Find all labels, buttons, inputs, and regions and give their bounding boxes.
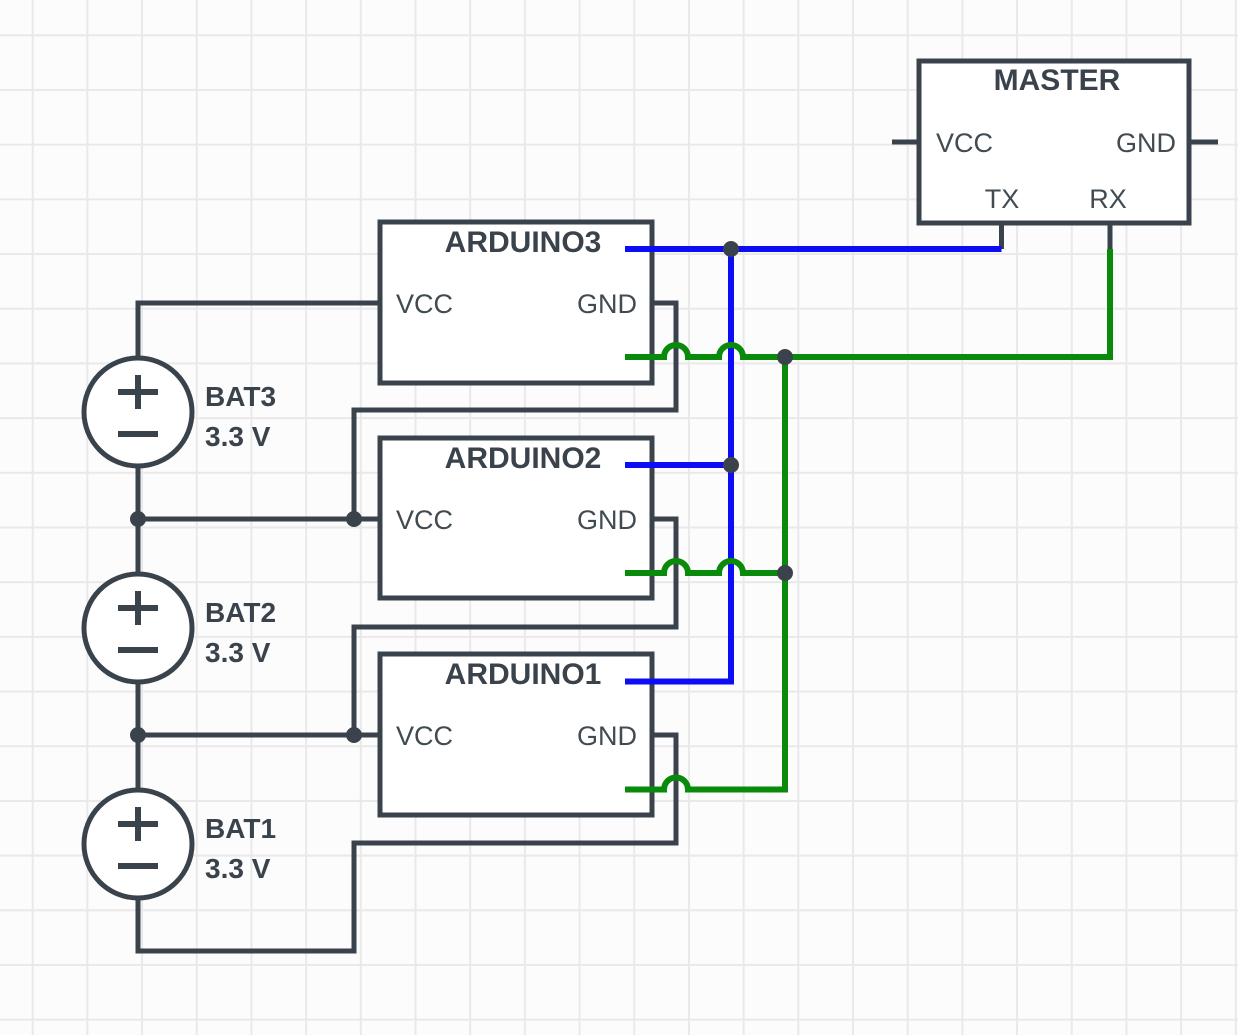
- wire-bat3-plus-to-arduino3-vcc[interactable]: [135, 300, 380, 358]
- arduino3-pin-vcc-label: VCC: [396, 289, 453, 319]
- wire-rx-arduino1-vertical-bus[interactable]: [625, 357, 788, 793]
- master-title: MASTER: [994, 64, 1121, 97]
- junction-dot-arduino2-vcc: [346, 511, 362, 527]
- wire-rx-arduino3-to-master[interactable]: [625, 249, 1113, 360]
- battery-bat3-symbol[interactable]: [81, 355, 195, 469]
- arduino3-pin-gnd-label: GND: [577, 289, 637, 319]
- bat3-name-label: BAT3: [205, 381, 276, 412]
- bat2-voltage-label: 3.3 V: [205, 637, 271, 668]
- junction-dot-rx-top: [777, 349, 793, 365]
- battery-bat2-symbol[interactable]: [81, 571, 195, 685]
- arduino2-block[interactable]: [377, 435, 655, 601]
- battery-circle[interactable]: [81, 571, 195, 685]
- wire-arduino1-gnd-return-to-bat1-minus[interactable]: [135, 732, 679, 954]
- junction-dot-arduino1-vcc: [346, 727, 362, 743]
- bat3-voltage-label: 3.3 V: [205, 421, 271, 452]
- battery-circle[interactable]: [81, 355, 195, 469]
- master-pin-vcc-label: VCC: [936, 128, 993, 158]
- plus-icon: [118, 375, 158, 409]
- plus-icon: [118, 807, 158, 841]
- master-pin-tx-label: TX: [985, 184, 1020, 214]
- wire-rx-arduino2-branch[interactable]: [625, 558, 785, 576]
- wire-arduino3-gnd-loop[interactable]: [351, 300, 679, 519]
- arduino3-block[interactable]: [377, 219, 655, 386]
- master-pin-rx-label: RX: [1089, 184, 1127, 214]
- wire-tx-arduino1-vertical-bus[interactable]: [625, 249, 734, 685]
- junction-dot-tx-arduino2: [723, 457, 739, 473]
- arduino2-box[interactable]: [377, 435, 655, 601]
- plus-icon: [118, 591, 158, 625]
- bat1-name-label: BAT1: [205, 813, 276, 844]
- junction-dot-tx-top: [723, 241, 739, 257]
- arduino2-pin-vcc-label: VCC: [396, 505, 453, 535]
- arduino1-pin-vcc-label: VCC: [396, 721, 453, 751]
- master-pin-gnd-label: GND: [1116, 128, 1176, 158]
- bat2-name-label: BAT2: [205, 597, 276, 628]
- junction-dot-bat3-bat2: [130, 511, 146, 527]
- arduino1-pin-gnd-label: GND: [577, 721, 637, 751]
- battery-bat1-symbol[interactable]: [81, 787, 195, 901]
- junction-dot-bat2-bat1: [130, 727, 146, 743]
- junction-dot-rx-arduino2: [777, 565, 793, 581]
- bat1-voltage-label: 3.3 V: [205, 853, 271, 884]
- arduino2-title: ARDUINO2: [445, 442, 602, 475]
- arduino2-pin-gnd-label: GND: [577, 505, 637, 535]
- battery-circle[interactable]: [81, 787, 195, 901]
- arduino3-title: ARDUINO3: [445, 226, 602, 259]
- arduino1-title: ARDUINO1: [445, 658, 602, 691]
- arduino3-box[interactable]: [377, 219, 655, 386]
- wire-arduino2-gnd-loop[interactable]: [351, 516, 679, 735]
